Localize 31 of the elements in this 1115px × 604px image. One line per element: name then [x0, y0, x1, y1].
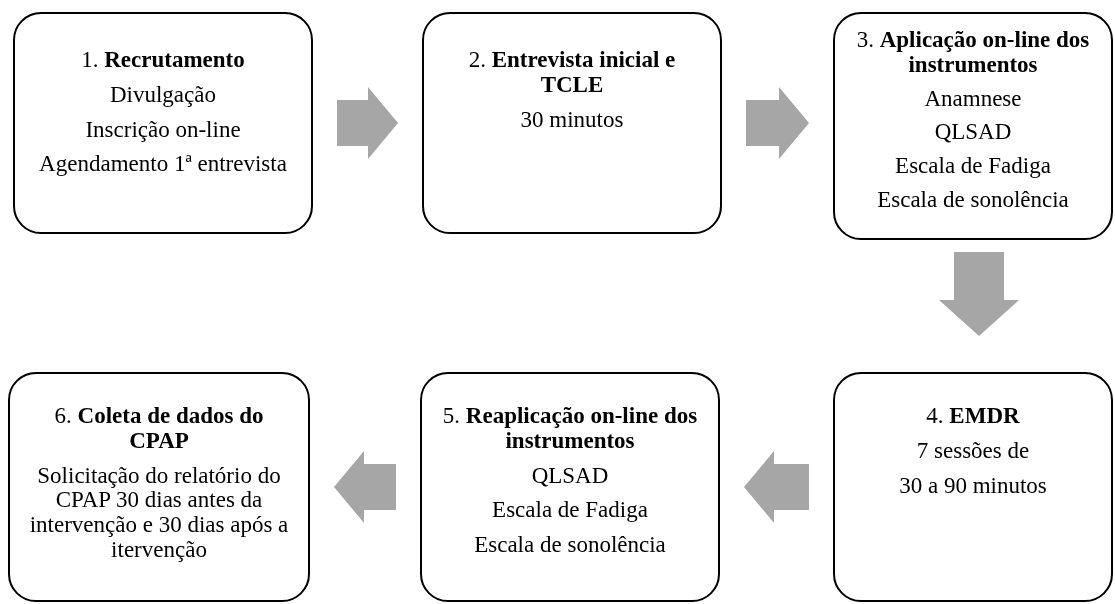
step-heading: 6. Coleta de dados do CPAP: [53, 404, 265, 454]
process-box: [422, 12, 722, 234]
step-text: 7 sessões de: [916, 438, 1030, 464]
process-box: [833, 372, 1113, 602]
step-heading: 1. Recrutamento: [81, 48, 245, 73]
block-arrow: [746, 87, 809, 159]
process-box: [8, 372, 310, 602]
block-arrow: [334, 451, 396, 523]
step-text: Escala de Fadiga: [895, 154, 1051, 180]
step-text: Solicitação do relatório do CPAP 30 dias antes da intervenção e 30 dias após a itervenção: [28, 463, 290, 563]
step-text: QLSAD: [531, 463, 609, 489]
step-heading: 3. Aplicação on-line dos instrumentos: [855, 28, 1091, 78]
step-text: Divulgação: [110, 82, 216, 108]
step-text: Inscrição on-line: [85, 117, 241, 143]
step-text: Escala de Fadiga: [492, 498, 648, 524]
process-box: [420, 372, 720, 602]
block-arrow: [939, 252, 1019, 336]
step-heading: 4. EMDR: [926, 404, 1020, 429]
block-arrow: [744, 451, 809, 523]
process-box: [13, 12, 313, 234]
step-heading: 2. Entrevista inicial e TCLE: [467, 48, 677, 98]
process-box: [833, 12, 1113, 240]
step-text: 30 a 90 minutos: [899, 473, 1047, 499]
step-text: 30 minutos: [520, 107, 624, 133]
step-text: Anamnese: [924, 86, 1022, 112]
step-text: Agendamento 1ª entrevista: [39, 152, 287, 178]
step-heading: 5. Reaplicação on-line dos instrumentos: [441, 404, 699, 454]
step-text: Escala de sonolência: [877, 188, 1069, 213]
block-arrow: [337, 87, 398, 159]
step-text: Escala de sonolência: [474, 533, 666, 559]
step-text: QLSAD: [934, 120, 1012, 146]
